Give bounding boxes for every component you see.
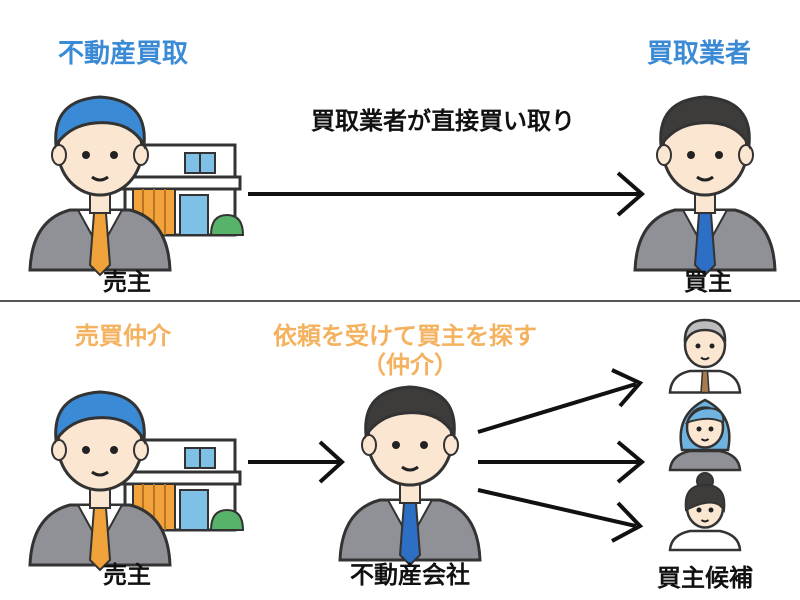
title-purchase-company: 買取業者	[647, 39, 752, 69]
title-agent-search: 依頼を受けて買主を探す	[273, 322, 537, 350]
seller-man-icon	[28, 95, 172, 277]
seller-man-icon	[28, 390, 172, 572]
arrow-caption-direct-buy: 買取業者が直接買い取り	[311, 107, 575, 135]
request-arrow	[248, 440, 345, 484]
agent-man-icon	[338, 385, 482, 567]
label-buyer: 買主	[684, 268, 732, 296]
title-agent-search-sub: （仲介）	[362, 351, 458, 379]
title-brokerage: 売買仲介	[75, 322, 171, 350]
candidate-older-man-icon	[668, 318, 742, 394]
label-seller: 売主	[103, 561, 151, 589]
candidate-woman-icon	[668, 398, 742, 472]
title-direct-purchase: 不動産買取	[58, 39, 189, 69]
buyer-man-icon	[633, 95, 777, 277]
direct-purchase-arrow	[248, 171, 646, 217]
section-divider	[0, 300, 800, 302]
label-buyer-candidates: 買主候補	[657, 564, 753, 592]
search-arrows	[477, 368, 646, 543]
label-real-estate-company: 不動産会社	[350, 561, 470, 589]
candidate-woman-dark-icon	[668, 472, 742, 552]
label-seller: 売主	[103, 268, 151, 296]
